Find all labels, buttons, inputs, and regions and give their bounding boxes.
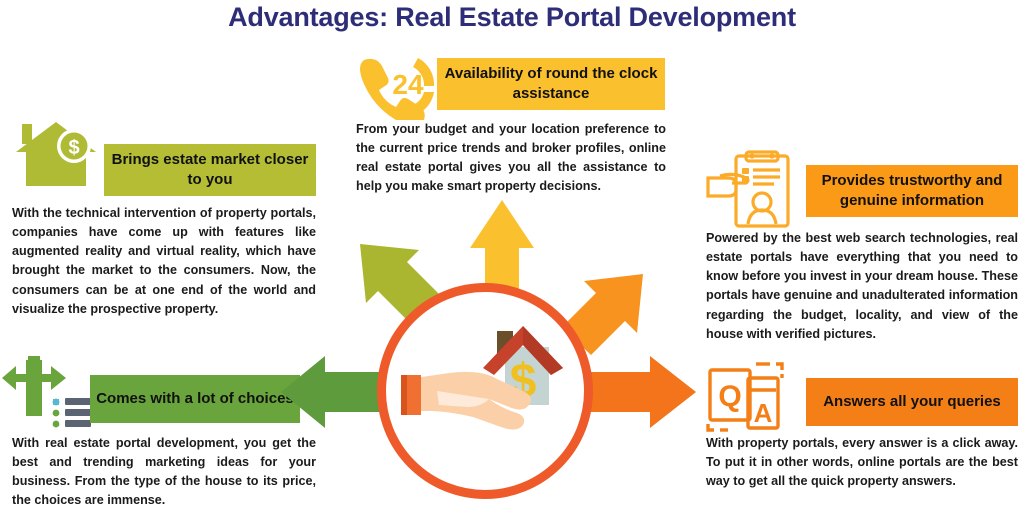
question-answer-cards-icon: Q A (704, 362, 792, 432)
phone-24-hour-support-icon: 24 (356, 52, 442, 126)
card-heading-round-the-clock: Availability of round the clock assistan… (437, 58, 665, 110)
arrow-up (470, 200, 534, 300)
card-body-round-the-clock: From your budget and your location prefe… (356, 122, 666, 194)
card-body-provides-trustworthy: Powered by the best web search technolog… (706, 231, 1018, 341)
clipboard-profile-hand-icon (706, 150, 796, 230)
svg-text:$: $ (68, 137, 79, 159)
svg-text:Q: Q (718, 380, 741, 413)
house-with-dollar-coin-icon: $ (12, 118, 108, 190)
card-heading-provides-trustworthy: Provides trustworthy and genuine informa… (806, 165, 1018, 217)
card-body-brings-estate-market: With the technical intervention of prope… (12, 206, 316, 316)
card-heading-brings-estate-market: Brings estate market closer to you (104, 144, 316, 196)
arrow-up-right (562, 274, 643, 355)
card-heading-comes-with-choices: Comes with a lot of choices (90, 375, 300, 423)
three-way-arrow-list-icon (2, 356, 106, 432)
center-ring (377, 283, 593, 499)
page-title: Advantages: Real Estate Portal Developme… (228, 2, 796, 32)
svg-text:A: A (754, 398, 773, 428)
card-body-answers-queries: With property portals, every answer is a… (706, 436, 1018, 489)
arrow-right (589, 356, 696, 428)
card-body-comes-with-choices: With real estate portal development, you… (12, 436, 316, 508)
card-heading-answers-queries: Answers all your queries (806, 378, 1018, 426)
arrow-left (281, 356, 383, 428)
hand-holding-house-with-dollar-icon: $ (401, 326, 563, 430)
svg-text:24: 24 (392, 69, 424, 100)
